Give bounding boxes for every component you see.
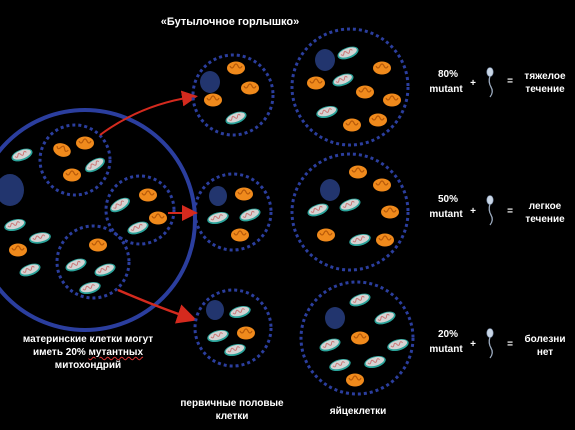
outcome-percent: 80% <box>437 69 458 80</box>
outcome-equals: = <box>507 206 513 217</box>
outcome-mutant: mutant <box>429 84 463 95</box>
mother-caption: материнские клетки могут иметь 20% мутан… <box>8 333 168 372</box>
mother-subcell-right <box>104 174 176 246</box>
outcome-percent: 50% <box>437 194 458 205</box>
mother-nucleus <box>0 174 24 206</box>
outcome-result: легкое течение <box>525 201 565 225</box>
arrow-to-germ-cell-3 <box>117 288 198 324</box>
outcome-equals: = <box>507 339 513 350</box>
outcome-mutant: mutant <box>429 344 463 355</box>
germ-cell-3 <box>193 288 273 368</box>
mother-caption-underlined: мутантных <box>88 347 144 358</box>
mother-caption-line1: материнские клетки могут <box>22 334 154 345</box>
egg-2 <box>290 152 410 272</box>
outcome-result: болезни нет <box>524 334 566 358</box>
outcome-plus: + <box>470 78 476 89</box>
germ-cell-2 <box>193 172 273 252</box>
mother-caption-line2-prefix: иметь 20% <box>32 347 89 358</box>
outcome-result: тяжелое течение <box>524 71 566 95</box>
outcome-plus: + <box>470 339 476 350</box>
outcome-percent: 20% <box>437 329 458 340</box>
outcome-plus: + <box>470 206 476 217</box>
mother-subcell-top <box>38 123 112 197</box>
sperm-icon <box>486 194 494 226</box>
outcome-mutant: mutant <box>429 209 463 220</box>
egg-1 <box>290 27 410 147</box>
sperm-icon <box>486 66 494 98</box>
germ-cell-1 <box>191 53 275 137</box>
sperm-icon <box>486 327 494 359</box>
eggs-label: яйцеклетки <box>329 406 387 417</box>
diagram-title: «Бутылочное горлышко» <box>160 16 300 28</box>
mother-caption-line3: митохондрий <box>54 360 122 371</box>
egg-3 <box>299 280 415 396</box>
outcome-equals: = <box>507 76 513 87</box>
germ-cells-label: первичные половые клетки <box>180 398 284 422</box>
arrow-to-germ-cell-1 <box>99 90 198 136</box>
mother-subcell-bottom <box>55 224 131 300</box>
